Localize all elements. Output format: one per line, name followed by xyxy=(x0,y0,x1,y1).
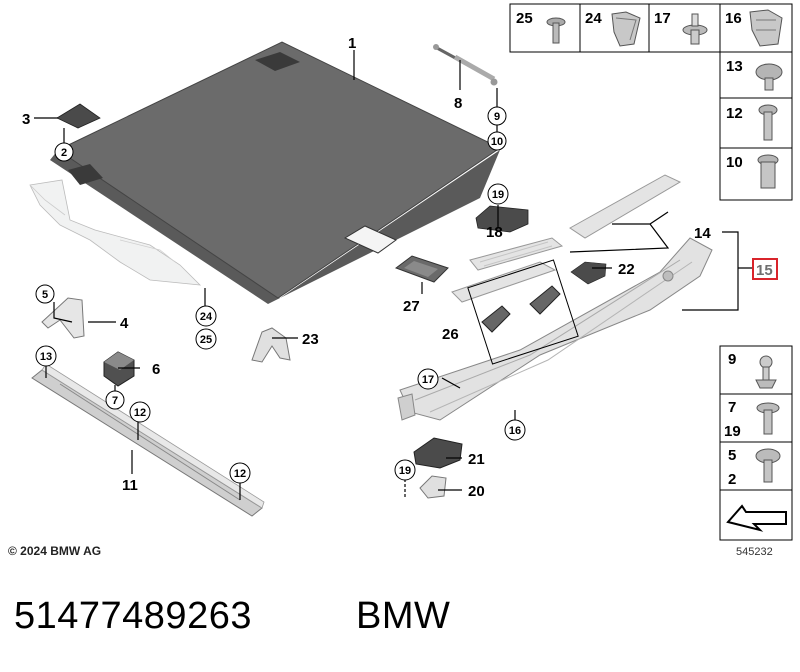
pan-head-screw-icon xyxy=(755,448,781,483)
part-20-holder xyxy=(419,475,447,499)
callout-25: 25 xyxy=(200,334,212,346)
callout-24: 24 xyxy=(200,311,213,323)
callout-19-top: 19 xyxy=(492,189,504,201)
expansion-rivet-icon xyxy=(682,13,708,45)
clip-icon xyxy=(611,11,641,47)
loading-sill xyxy=(397,237,713,421)
table-top-num-3: 16 xyxy=(725,10,742,27)
part-4-bracket xyxy=(41,297,85,339)
part-26-box xyxy=(467,259,579,365)
callout-9: 9 xyxy=(494,111,500,123)
table-right-num-2: 10 xyxy=(726,154,743,171)
table-top-num-1: 24 xyxy=(585,10,602,27)
callout-21: 21 xyxy=(468,451,485,468)
callout-10: 10 xyxy=(491,136,503,148)
leader-lines xyxy=(34,50,752,500)
callout-17: 17 xyxy=(422,374,434,386)
ball-stud-icon xyxy=(755,355,777,389)
table-bottom-num-1b: 19 xyxy=(724,423,741,440)
callout-13: 13 xyxy=(40,351,52,363)
callout-12-upper: 12 xyxy=(134,407,146,419)
flange-bolt-icon xyxy=(755,63,783,91)
callout-14: 14 xyxy=(694,225,711,242)
spring-nut-icon xyxy=(749,9,783,47)
callout-27: 27 xyxy=(403,298,420,315)
table-top-num-0: 25 xyxy=(516,10,533,27)
part-26-clips xyxy=(481,285,561,333)
view-direction-arrow-icon xyxy=(726,504,787,532)
callout-20: 20 xyxy=(468,483,485,500)
table-bottom-num-2b: 2 xyxy=(728,471,736,488)
callout-labels: 1 3 8 18 27 22 14 26 4 6 11 23 21 20 15 xyxy=(22,35,778,500)
screw-icon xyxy=(546,17,566,44)
callout-15: 15 xyxy=(756,262,773,279)
table-bottom-num-0: 9 xyxy=(728,351,736,368)
brand-name: BMW xyxy=(356,595,450,637)
callout-4: 4 xyxy=(120,315,129,332)
torx-screw-icon xyxy=(756,402,780,435)
gas-strut xyxy=(433,44,498,86)
part-22-clip xyxy=(570,261,607,285)
table-right-num-1: 12 xyxy=(726,105,743,122)
callout-5: 5 xyxy=(42,289,48,301)
part-3-cover xyxy=(56,103,101,129)
circled-callouts: 2 9 10 19 24 25 5 13 7 12 12 17 16 19 xyxy=(35,106,526,484)
copyright-text: © 2024 BMW AG xyxy=(8,544,101,558)
trim-strips xyxy=(451,174,682,303)
callout-1: 1 xyxy=(348,35,356,52)
part-18-block xyxy=(475,205,529,233)
rivet-nut-icon xyxy=(757,154,779,189)
part-23-bracket xyxy=(251,327,291,363)
part-21-block xyxy=(413,437,463,469)
callout-12-lower: 12 xyxy=(234,468,246,480)
callout-7: 7 xyxy=(112,395,118,407)
callout-15-highlight xyxy=(752,258,778,280)
table-numbers: 25 24 17 16 13 12 10 9 7 19 5 2 xyxy=(516,10,743,488)
callout-23: 23 xyxy=(302,331,319,348)
callout-2: 2 xyxy=(61,147,67,159)
callout-16: 16 xyxy=(509,425,521,437)
callout-26: 26 xyxy=(442,326,459,343)
part-number: 51477489263 xyxy=(14,595,252,637)
callout-18: 18 xyxy=(486,224,503,241)
image-number: 545232 xyxy=(736,546,773,558)
callout-22: 22 xyxy=(618,261,635,278)
callout-6: 6 xyxy=(152,361,160,378)
part-11-rail xyxy=(31,363,265,517)
table-right-num-0: 13 xyxy=(726,58,743,75)
fastener-table-bottom xyxy=(719,345,793,541)
fastener-table-right xyxy=(719,51,793,201)
table-bottom-num-1a: 7 xyxy=(728,399,736,416)
callout-3: 3 xyxy=(22,111,30,128)
table-top-num-2: 17 xyxy=(654,10,671,27)
table-bottom-num-2a: 5 xyxy=(728,447,736,464)
callout-8: 8 xyxy=(454,95,462,112)
callout-19-bottom: 19 xyxy=(399,465,411,477)
fastener-table-top xyxy=(509,3,793,53)
callout-11: 11 xyxy=(122,477,138,494)
hex-bolt-icon xyxy=(758,104,778,141)
